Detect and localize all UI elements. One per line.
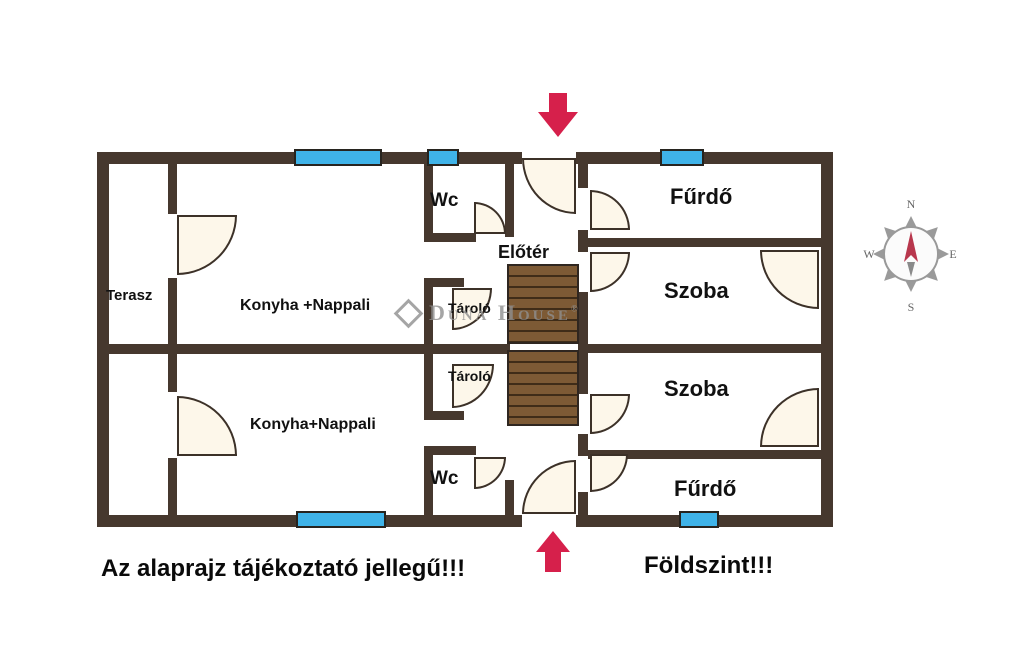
tarolo-top-top-wall — [424, 278, 464, 287]
tarolo-bottom-left-wall — [424, 354, 433, 420]
furdo-top-label: Fűrdő — [670, 184, 733, 209]
window-bottom-furdo — [679, 511, 719, 528]
center-wall-d — [578, 434, 588, 456]
entrance-arrow-top — [538, 93, 578, 137]
right-wall-szoba-szoba — [588, 344, 821, 353]
konyha-top-label: Konyha +Nappali — [240, 297, 371, 314]
compass-label-s: S — [908, 300, 915, 314]
wc-top-label: Wc — [430, 190, 459, 211]
wall-right — [821, 152, 833, 527]
compass-label-n: N — [907, 197, 916, 211]
compass-label-e: E — [949, 247, 956, 261]
duna-house-watermark: Duna House® — [393, 298, 581, 328]
center-wall-b — [578, 230, 588, 252]
wall-top-right-segment — [576, 152, 833, 164]
right-wall-szoba-furdo — [588, 450, 821, 459]
center-wall-c — [578, 292, 588, 394]
wc-top-right-wall — [505, 152, 514, 237]
wc-bottom-top-wall — [424, 446, 476, 455]
terasz-label: Terasz — [106, 287, 153, 304]
staircase-upper-flight — [507, 264, 579, 344]
window-top-wc — [427, 149, 459, 166]
registered-mark: ® — [570, 303, 581, 314]
disclaimer-text: Az alaprajz tájékoztató jellegű!!! — [101, 555, 466, 582]
duna-house-diamond-icon — [393, 298, 424, 328]
szoba-bottom-door — [590, 394, 630, 434]
terasz-door-bottom — [177, 396, 237, 456]
staircase-lower-flight — [507, 350, 579, 426]
right-wall-furdo-szoba — [588, 238, 821, 247]
compass-rose: N E S W — [863, 197, 956, 314]
compass-needle-south — [907, 262, 915, 277]
floor-level-text: Földszint!!! — [644, 552, 774, 579]
furdo-top-door — [590, 190, 630, 230]
szoba-bottom-label: Szoba — [664, 376, 729, 401]
szoba-top-label: Szoba — [664, 278, 729, 303]
furdo-bottom-door — [590, 454, 628, 492]
tarolo-top-left-wall — [424, 278, 433, 344]
wc-top-left-wall — [424, 152, 433, 242]
compass-circle — [883, 226, 939, 282]
szoba-top-door — [590, 252, 630, 292]
window-top-furdo — [660, 149, 704, 166]
tarolo-bottom-label: Tároló — [448, 368, 491, 384]
wc-bottom-label: Wc — [430, 468, 459, 489]
wc-bottom-right-wall — [505, 480, 514, 527]
terasz-wall-upper — [168, 152, 177, 214]
wall-left — [97, 152, 109, 527]
terasz-door-top — [177, 215, 237, 275]
window-bottom-kitchen — [296, 511, 386, 528]
entrance-arrow-bottom — [536, 531, 570, 572]
compass-spikes — [873, 216, 949, 292]
window-top-kitchen — [294, 149, 382, 166]
duna-house-brand-text: Duna House® — [429, 300, 581, 325]
terasz-wall-middle — [168, 278, 177, 392]
wc-bottom-door — [474, 457, 506, 489]
center-wall-a — [578, 152, 588, 188]
center-wall-e — [578, 492, 588, 527]
wc-top-door — [474, 202, 506, 234]
terasz-wall-lower — [168, 458, 177, 527]
compass-needle-north — [904, 231, 918, 262]
szoba-top-right-door — [760, 250, 819, 309]
tarolo-bottom-bottom-wall — [424, 411, 464, 420]
entrance-door-top — [522, 158, 576, 214]
wc-bottom-left-wall — [424, 446, 433, 527]
mid-wall-left-half — [97, 344, 510, 354]
entrance-door-bottom — [522, 460, 576, 514]
konyha-bottom-label: Konyha+Nappali — [250, 416, 376, 433]
compass-label-w: W — [863, 247, 875, 261]
tarolo-top-label: Tároló — [448, 300, 491, 316]
szoba-bottom-right-door — [760, 388, 819, 447]
wc-top-bottom-wall — [424, 233, 476, 242]
furdo-bottom-label: Fűrdő — [674, 476, 737, 501]
eloter-label: Előtér — [498, 242, 550, 262]
